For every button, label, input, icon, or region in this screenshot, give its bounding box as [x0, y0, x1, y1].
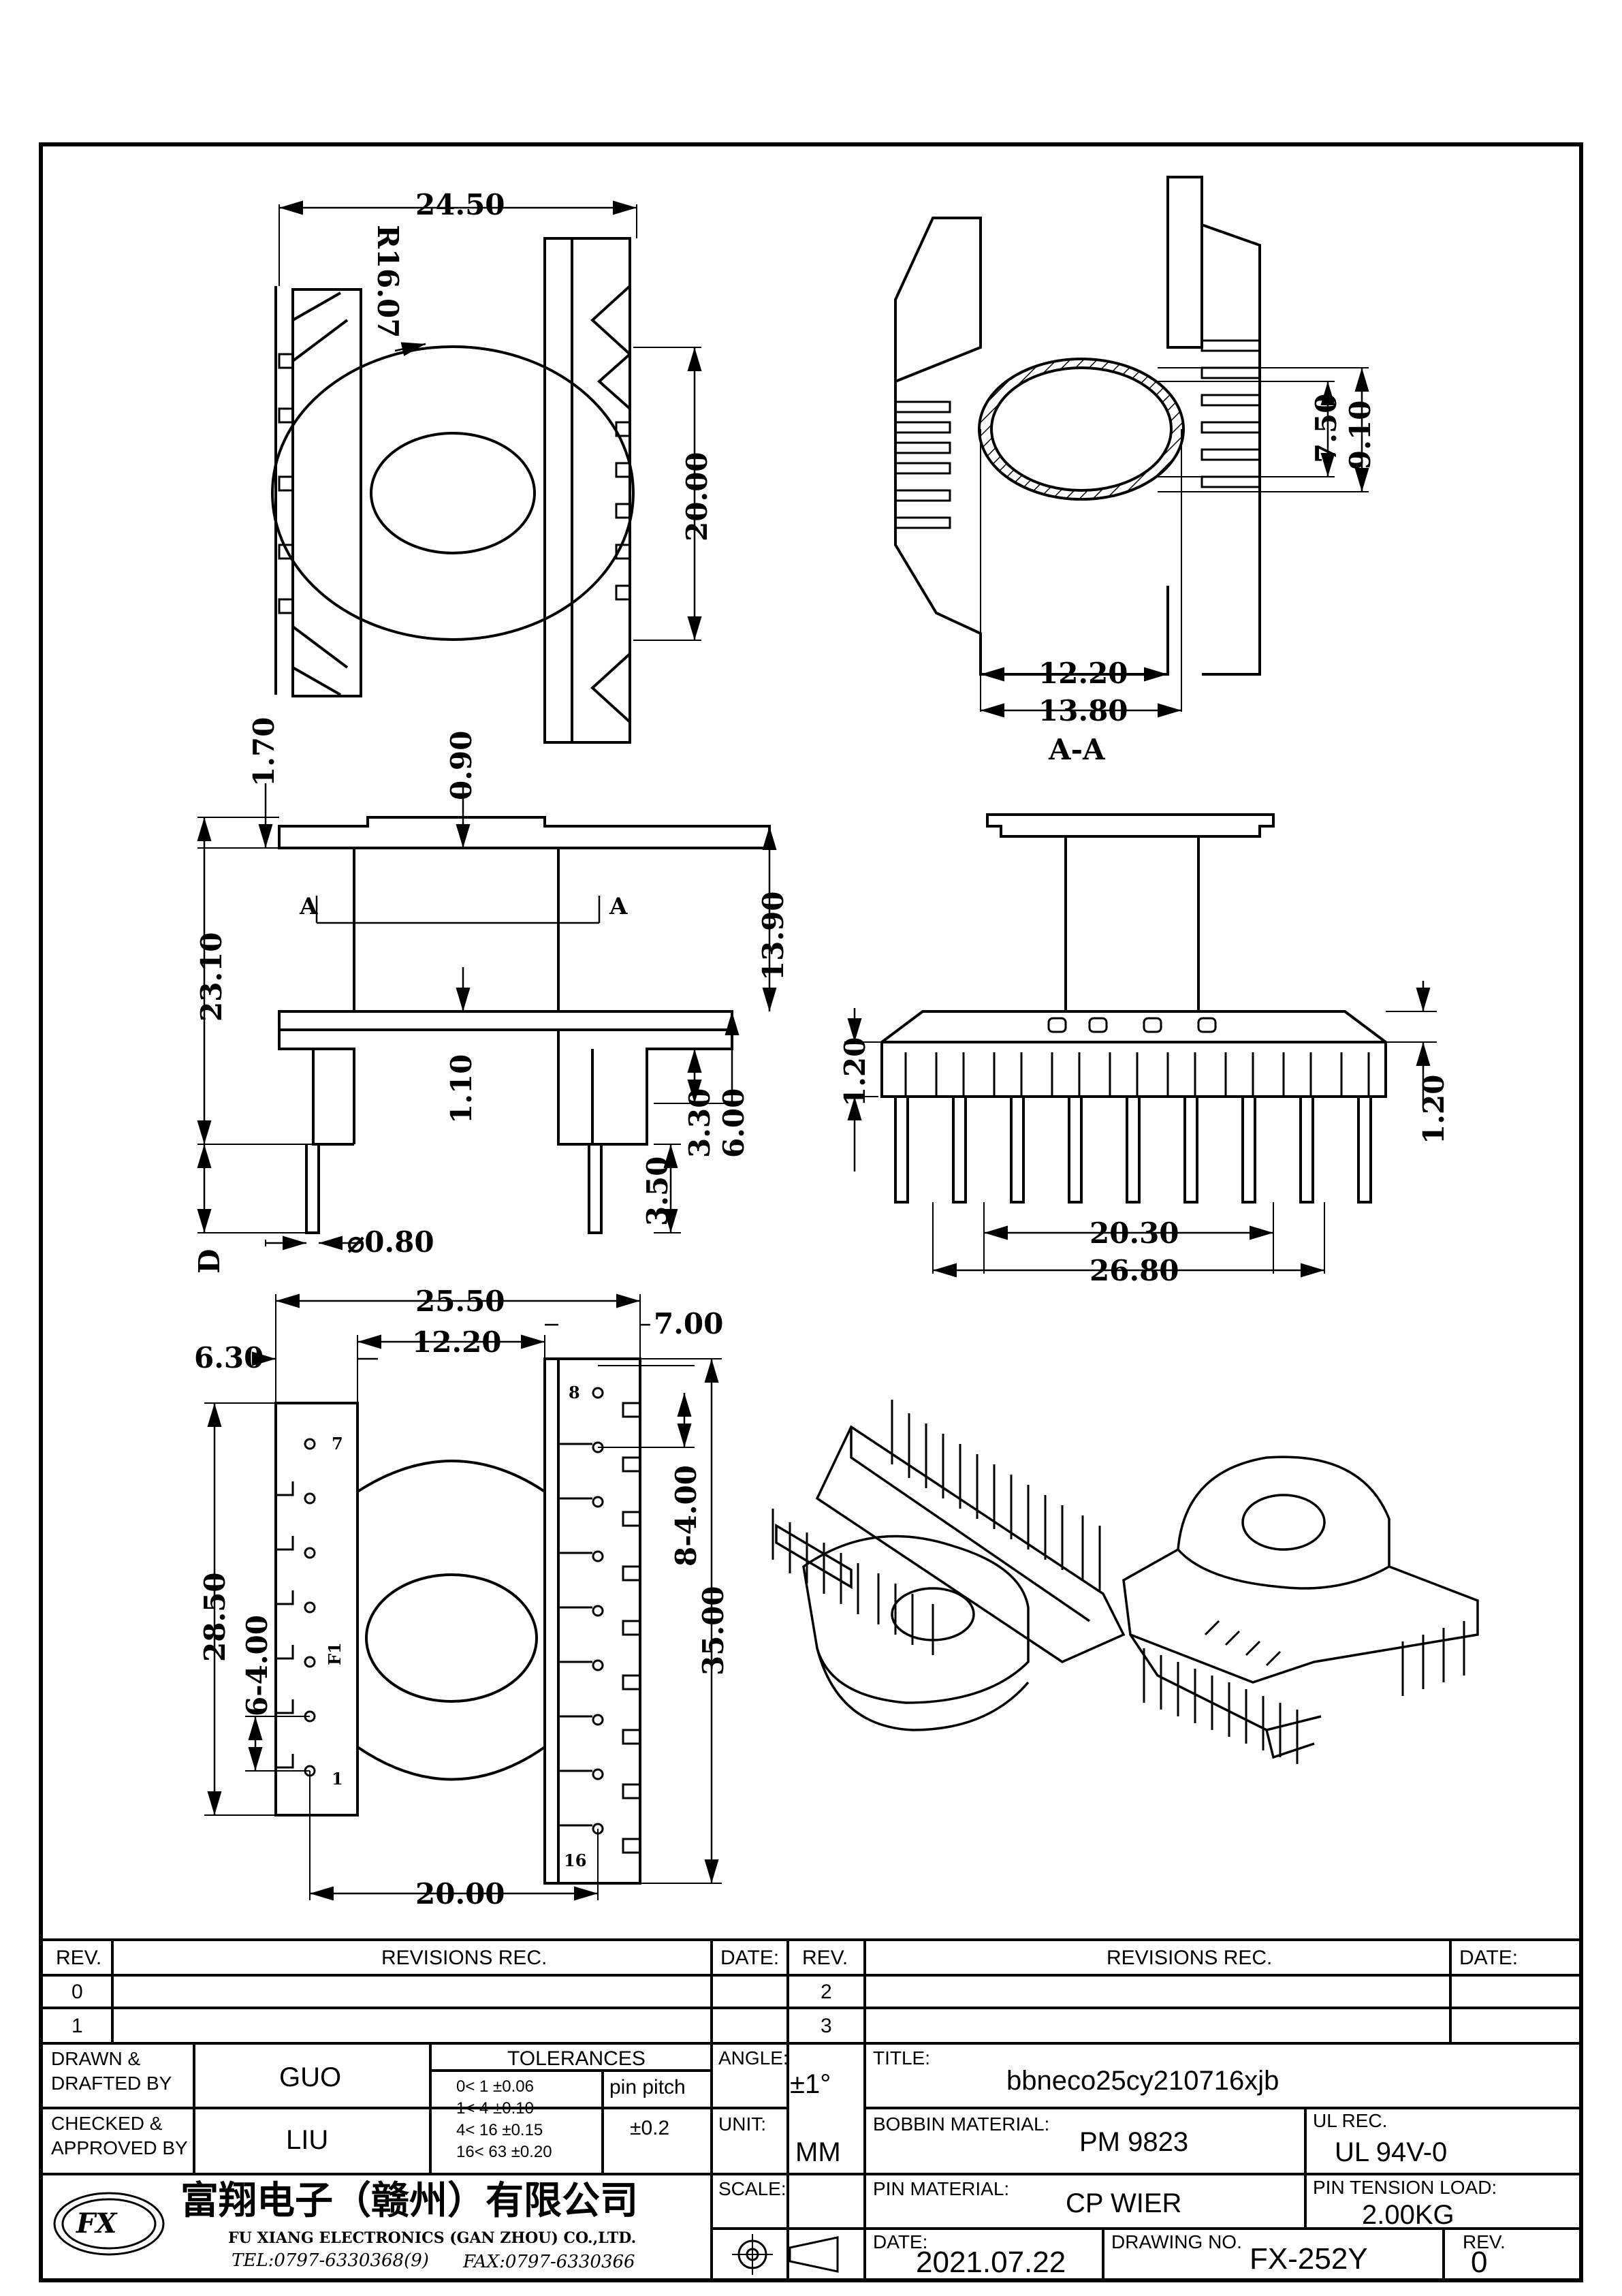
rev-row-2: 2: [821, 1981, 832, 2003]
pin-material-label: PIN MATERIAL:: [873, 2178, 1010, 2199]
rev-row-3: 3: [821, 2015, 832, 2037]
dim-pin-row-outer: 26.80: [1090, 1254, 1179, 1287]
pin-material-value: CP WIER: [1066, 2188, 1182, 2218]
drawing-title: bbneco25cy210716xjb: [1006, 2066, 1279, 2096]
isometric-view-left: [772, 1400, 1126, 1731]
front-view: [844, 813, 1437, 1278]
tolerance-row-4: 16< 63 ±0.20: [456, 2143, 552, 2161]
dim-inner-w: 12.20: [1038, 657, 1128, 690]
dim-total-h: 23.10: [195, 932, 228, 1022]
pin-tension-label: PIN TENSION LOAD:: [1313, 2177, 1497, 2198]
dim-pin-len: 3.50: [641, 1157, 674, 1226]
section-label: A-A: [1048, 733, 1106, 766]
company-fax: FAX:0797-6330366: [463, 2252, 635, 2272]
pin-label-f1: F1: [325, 1642, 345, 1665]
pin-label-8: 8: [569, 1383, 580, 1402]
revisions-header-2: REVISIONS REC.: [1107, 1947, 1273, 1969]
company-tel: TEL:0797-6330368(9): [232, 2250, 429, 2271]
dim-top-height: 20.00: [680, 452, 714, 541]
dim-winding-h: 13.90: [757, 891, 790, 981]
tolerance-row-2: 1< 4 ±0.10: [456, 2099, 534, 2118]
rev-row-1: 1: [71, 2015, 83, 2037]
dim-flange-web: 0.90: [445, 731, 478, 800]
pin-label-7: 7: [332, 1434, 343, 1453]
rev-row-0: 0: [71, 1981, 83, 2003]
section-mark-right: A: [609, 893, 628, 920]
dim-step-l: 1.20: [838, 1037, 872, 1107]
drawing-no-label: DRAWING NO.: [1111, 2231, 1242, 2252]
dim-inner-h: 7.50: [1309, 394, 1343, 463]
dim-base-h2: 6.00: [717, 1088, 750, 1158]
ul-rec-label: UL REC.: [1313, 2110, 1388, 2131]
date-header-2: DATE:: [1459, 1947, 1518, 1969]
pin-label-1: 1: [332, 1769, 343, 1789]
ul-rec-value: UL 94V-0: [1335, 2137, 1448, 2167]
rev-value: 0: [1471, 2246, 1488, 2279]
pin-pitch-label: pin pitch: [609, 2076, 686, 2098]
company-name-cn: 富翔电子（赣州）有限公司: [180, 2178, 638, 2223]
section-mark-left: A: [299, 893, 318, 920]
dim-right-pitch: 8-4.00: [669, 1465, 703, 1567]
dim-left-pitch: 6-4.00: [240, 1615, 274, 1716]
drawing-no-value: FX-252Y: [1250, 2242, 1368, 2276]
sheet-frame: [39, 142, 1583, 2282]
drawn-label: DRAWN & DRAFTED BY: [51, 2048, 172, 2094]
dim-pin-span: 20.00: [415, 1877, 505, 1910]
pin-pitch-value: ±0.2: [630, 2117, 670, 2139]
dim-outer-w: 13.80: [1038, 694, 1128, 727]
drawn-value: GUO: [279, 2062, 342, 2092]
dim-pin-dia: ⌀0.80: [347, 1225, 434, 1259]
dim-outer-h: 9.10: [1343, 400, 1377, 470]
section-a-a: [894, 176, 1369, 718]
dim-right-h: 35.00: [697, 1586, 730, 1676]
dim-bottom-w: 25.50: [415, 1285, 505, 1318]
scale-label: SCALE:: [718, 2178, 786, 2199]
dim-pin-row-inner: 20.30: [1090, 1216, 1179, 1250]
rev-label: REV.: [1463, 2231, 1506, 2252]
company-name-en: FU XIANG ELECTRONICS (GAN ZHOU) CO.,LTD.: [228, 2229, 637, 2247]
revisions-header: REVISIONS REC.: [381, 1947, 547, 1969]
tolerance-row-3: 4< 16 ±0.15: [456, 2121, 543, 2139]
date-value: 2021.07.22: [916, 2246, 1066, 2279]
dim-flange-t: 1.70: [247, 717, 281, 787]
unit-label: UNIT:: [718, 2113, 766, 2135]
angle-label: ANGLE:: [718, 2047, 789, 2069]
dim-base-t: 1.10: [445, 1054, 478, 1124]
dim-radius: R16.07: [371, 225, 404, 338]
top-view: [271, 200, 702, 744]
checked-label: CHECKED & APPROVED BY: [51, 2113, 188, 2159]
dim-core-w: 12.20: [412, 1325, 502, 1359]
tolerances-label: TOLERANCES: [507, 2047, 646, 2070]
tolerance-row-1: 0< 1 ±0.06: [456, 2077, 534, 2096]
bottom-view: [204, 1293, 722, 1901]
dim-right-w: 7.00: [654, 1307, 723, 1340]
dim-step-r: 1.20: [1417, 1075, 1450, 1144]
bobbin-material-label: BOBBIN MATERIAL:: [873, 2113, 1050, 2135]
dim-base-h: 3.30: [683, 1088, 716, 1158]
bobbin-material-value: PM 9823: [1079, 2127, 1189, 2157]
dim-offset-l: 6.30: [194, 1341, 264, 1374]
side-view: [197, 783, 777, 1251]
dim-d-label: D: [193, 1249, 226, 1274]
title-label: TITLE:: [873, 2047, 931, 2069]
unit-value: MM: [795, 2137, 841, 2167]
fx-logo-text: FX: [76, 2207, 117, 2239]
rev-header: REV.: [56, 1947, 102, 1969]
rev-header-2: REV.: [802, 1947, 848, 1969]
dim-left-h: 28.50: [198, 1572, 232, 1662]
checked-value: LIU: [286, 2125, 329, 2155]
angle-value: ±1°: [790, 2069, 831, 2099]
date-label: DATE:: [873, 2231, 928, 2252]
isometric-view-right: [1122, 1456, 1479, 1764]
pin-label-16: 16: [564, 1851, 586, 1870]
dim-top-width: 24.50: [415, 188, 505, 221]
date-header: DATE:: [720, 1947, 780, 1969]
pin-tension-value: 2.00KG: [1362, 2200, 1454, 2230]
